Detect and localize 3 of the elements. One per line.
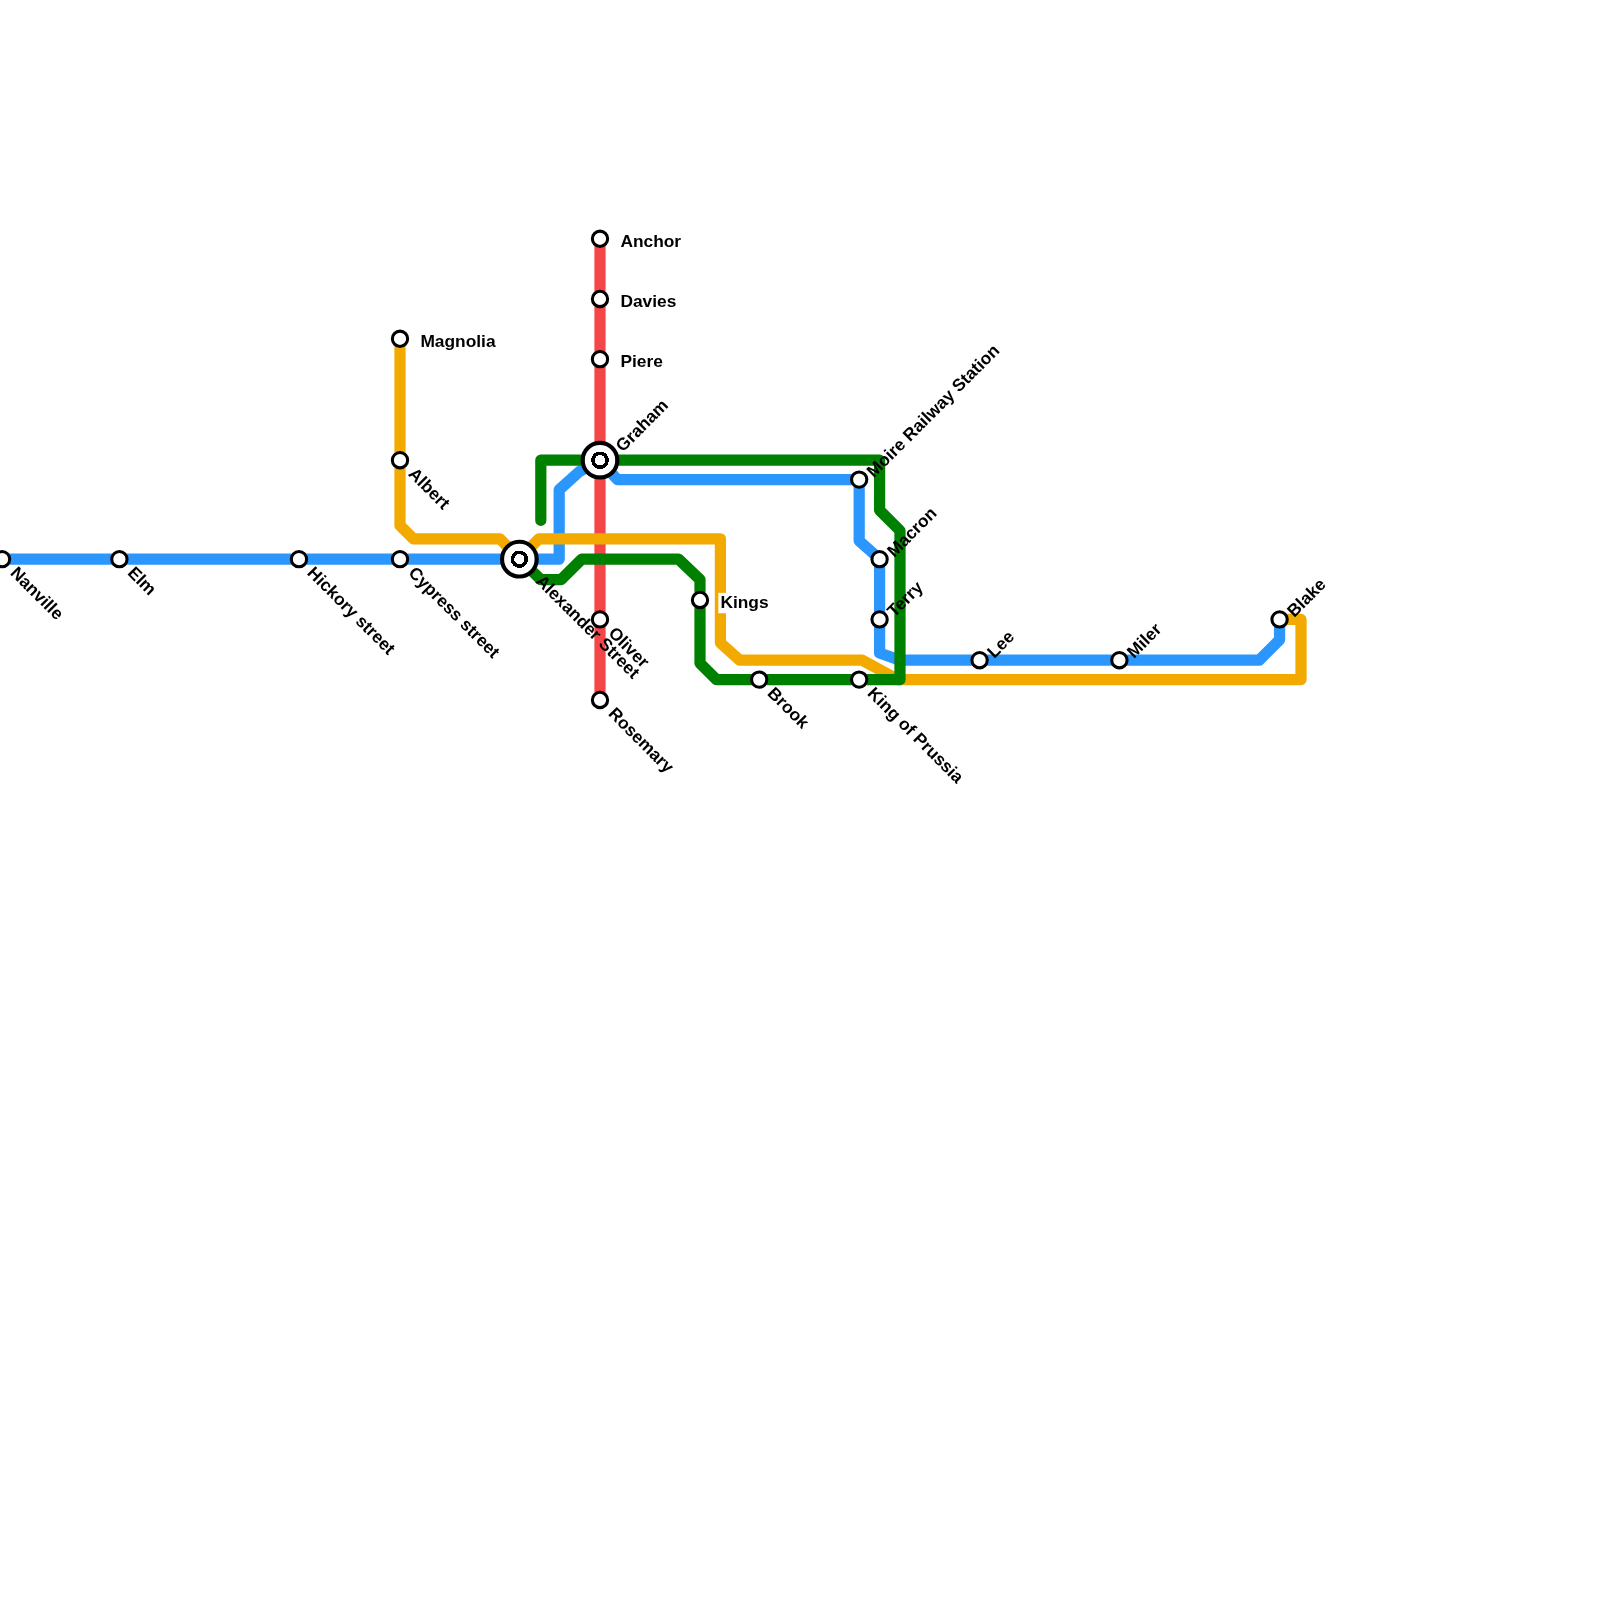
station-label: Lee bbox=[983, 626, 1019, 663]
rail-line bbox=[527, 533, 1307, 686]
station-label: Kings bbox=[718, 592, 771, 614]
